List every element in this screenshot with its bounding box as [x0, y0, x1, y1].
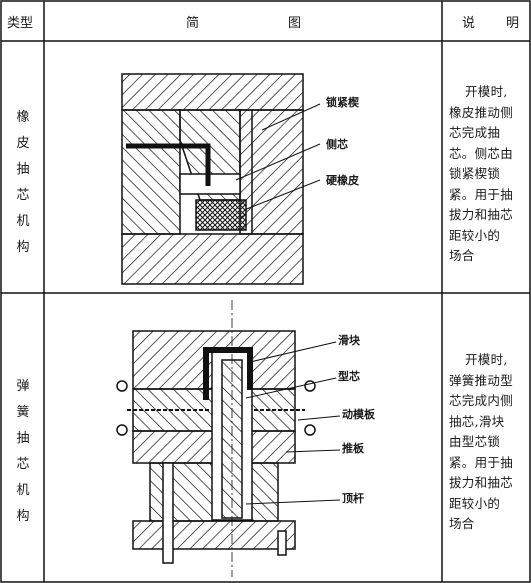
label-lock-wedge: 锁紧楔	[326, 96, 359, 109]
header-desc-1: 说	[462, 16, 476, 31]
row2-type-label: 弹 簧 抽 芯 机 构	[16, 379, 30, 524]
label-core: 型芯	[338, 370, 360, 383]
label-ejector-pin: 顶杆	[342, 492, 364, 505]
header-diagram-2: 图	[288, 16, 302, 31]
row1-type-label: 橡 皮 抽 芯 机 构	[16, 110, 30, 255]
header-type: 类型	[7, 16, 34, 31]
row2-description: 开模时, 弹簧推动型 芯完成内侧 抽芯,滑块 由型芯锁 紧。用于抽 拔力和抽芯 …	[449, 352, 514, 531]
diagram-spring-core	[116, 300, 341, 577]
header-desc-2: 明	[506, 16, 520, 31]
diagram-rubber-core	[121, 73, 321, 285]
label-slider: 滑块	[338, 334, 360, 347]
header-diagram-1: 简	[186, 16, 200, 31]
row1-description: 开模时, 橡皮推动侧 芯完成抽 芯。侧芯由 锁紧楔锁 紧。用于抽 拔力和抽芯 距…	[449, 84, 514, 263]
label-moving-plate: 动模板	[342, 408, 375, 421]
label-push-plate: 推板	[342, 442, 364, 455]
label-side-core: 侧芯	[326, 138, 348, 151]
label-hard-rubber: 硬橡皮	[326, 174, 359, 187]
